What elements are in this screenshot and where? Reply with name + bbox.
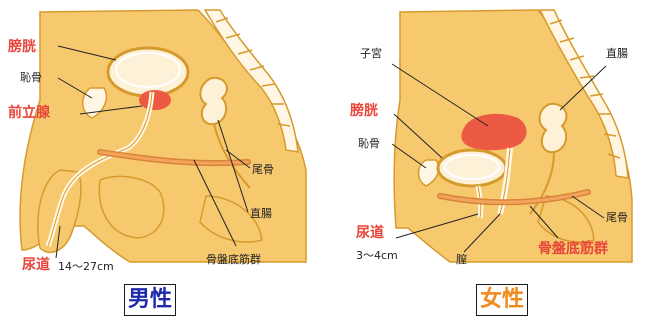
female-label-urethra-length: 3〜4cm [356,250,398,261]
female-anatomy-panel: 子宮 直腸 膀胱 恥骨 尾骨 尿道 3〜4cm 膣 骨盤底筋群 女性 [330,0,654,320]
male-caption: 男性 [124,284,176,316]
female-label-coccyx: 尾骨 [606,212,628,223]
female-rectum-shape [540,104,567,152]
male-prostate-shape [139,90,171,110]
male-label-prostate: 前立腺 [8,106,50,120]
male-anatomy-panel: 膀胱 恥骨 前立腺 尾骨 直腸 尿道 14〜27cm 骨盤底筋群 男性 [0,0,320,320]
female-label-vagina: 膣 [456,254,467,265]
male-label-pelvic-floor: 骨盤底筋群 [206,254,261,265]
male-label-bladder: 膀胱 [8,40,36,54]
male-label-urethra-length: 14〜27cm [58,261,114,272]
male-label-pubic-bone: 恥骨 [20,72,42,83]
female-label-bladder: 膀胱 [350,104,378,118]
female-caption: 女性 [476,284,528,316]
male-bladder-shape [108,48,188,96]
male-label-urethra: 尿道 [22,258,50,272]
male-label-rectum: 直腸 [250,208,272,219]
female-label-pubic-bone: 恥骨 [358,138,380,149]
female-label-urethra: 尿道 [356,226,384,240]
male-label-coccyx: 尾骨 [252,164,274,175]
female-label-pelvic-floor: 骨盤底筋群 [538,242,608,256]
male-rectum-shape [200,78,227,124]
female-label-uterus: 子宮 [360,48,382,59]
female-label-rectum: 直腸 [606,48,628,59]
